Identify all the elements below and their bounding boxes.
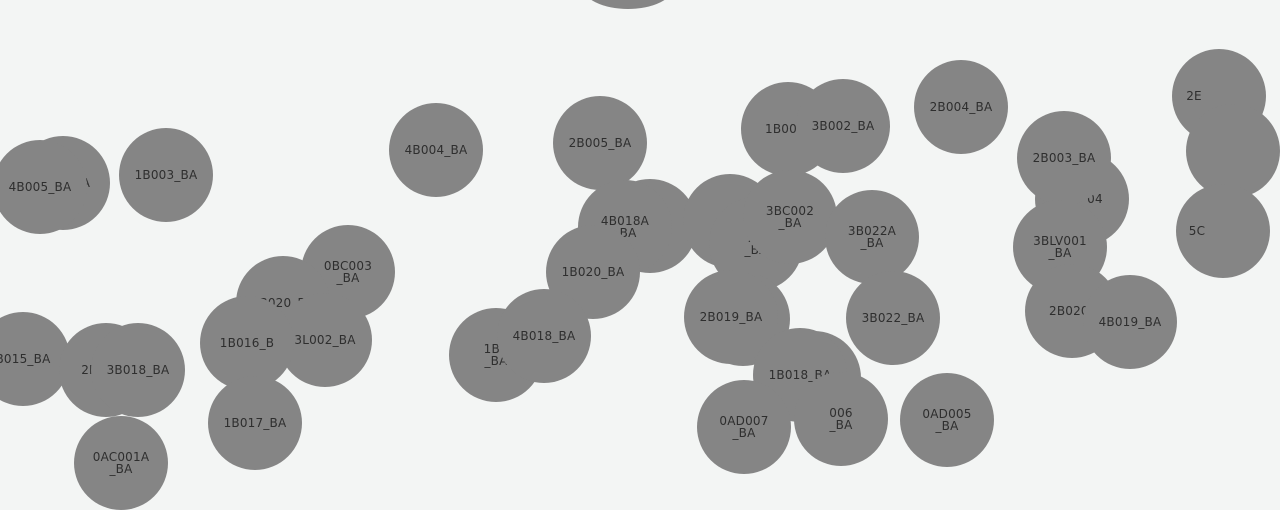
graph-node[interactable]: 4B019_BA: [1083, 275, 1177, 369]
graph-node[interactable]: 3B002_BA: [796, 79, 890, 173]
graph-node[interactable]: 3BC002 _BA: [743, 170, 837, 264]
graph-node[interactable]: 2B003_BA: [1017, 111, 1111, 205]
graph-node[interactable]: 3B022_BA: [846, 271, 940, 365]
graph-node[interactable]: [582, 0, 674, 9]
graph-node[interactable]: 5C: [1176, 184, 1270, 278]
graph-node[interactable]: 3B022A _BA: [825, 190, 919, 284]
graph-node[interactable]: 4B004_BA: [389, 103, 483, 197]
graph-node[interactable]: 3B018_BA: [91, 323, 185, 417]
graph-node[interactable]: 4B018_BA: [497, 289, 591, 383]
graph-node[interactable]: 006 _BA: [794, 372, 888, 466]
graph-node[interactable]: 1B017_BA: [208, 376, 302, 470]
graph-node[interactable]: 0AD007 _BA: [697, 380, 791, 474]
graph-node[interactable]: 2B005_BA: [553, 96, 647, 190]
graph-node[interactable]: [1186, 104, 1280, 198]
graph-node[interactable]: 0AC001A _BA: [74, 416, 168, 510]
graph-node[interactable]: 4B005_BA: [0, 140, 87, 234]
graph-node[interactable]: 1B003_BA: [119, 128, 213, 222]
graph-node[interactable]: 2B004_BA: [914, 60, 1008, 154]
graph-node[interactable]: 0AD005 _BA: [900, 373, 994, 467]
